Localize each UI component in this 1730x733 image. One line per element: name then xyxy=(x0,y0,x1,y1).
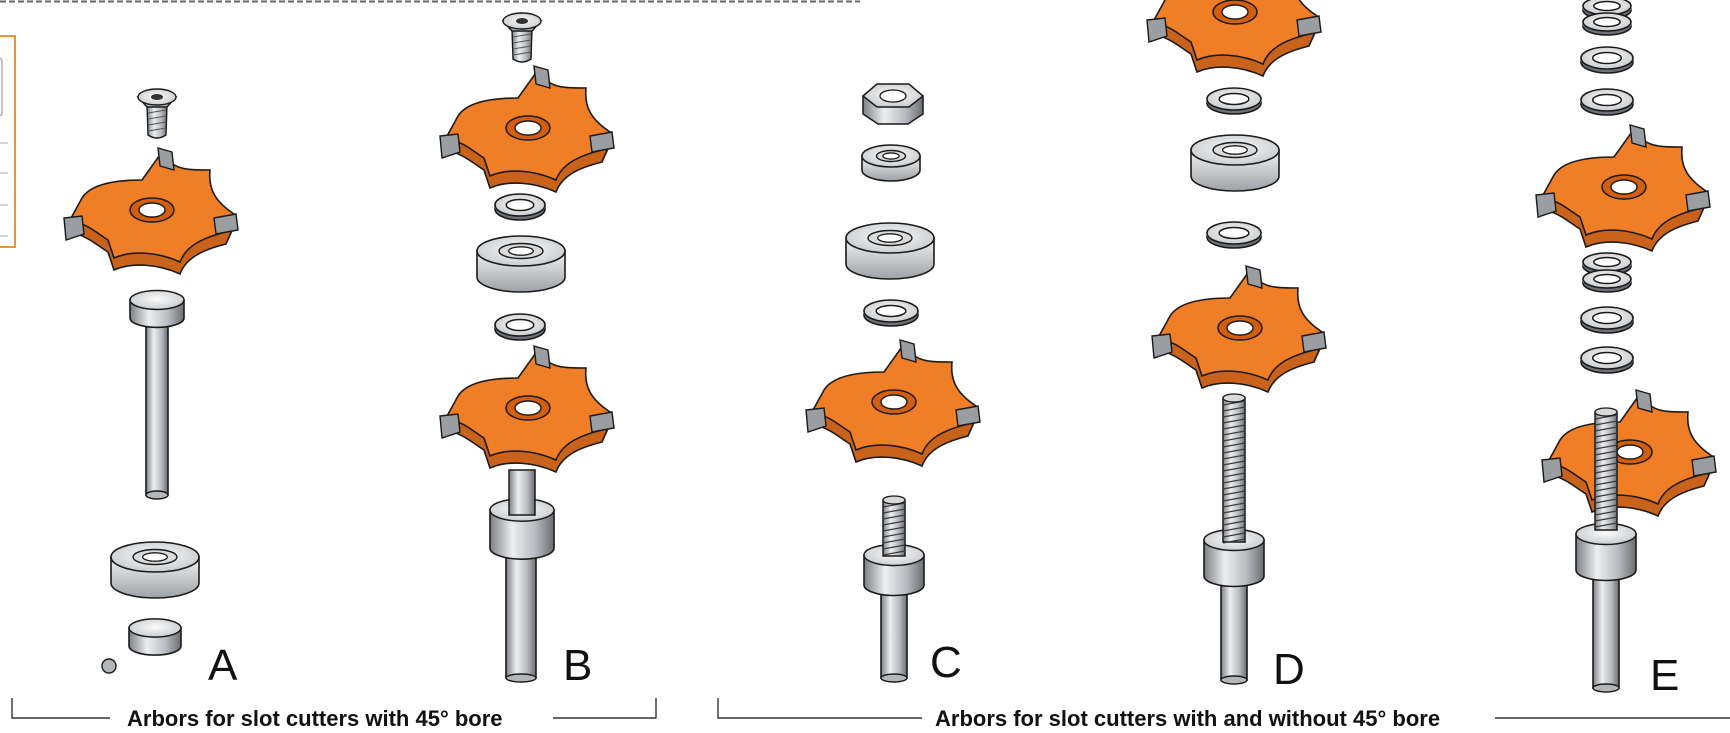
a-cutter xyxy=(63,147,239,276)
e-shim-1 xyxy=(1582,0,1632,20)
c-nut xyxy=(861,83,925,125)
d-washer-2 xyxy=(1206,221,1262,249)
d-thread xyxy=(1222,393,1246,544)
e-cutter-bottom xyxy=(1541,389,1717,518)
b-arbor-shaft xyxy=(505,539,537,683)
assembly-letter-d: D xyxy=(1273,645,1305,694)
group-bracket-45-bore xyxy=(11,698,657,719)
e-thread xyxy=(1594,407,1618,531)
d-cutter-bottom xyxy=(1151,265,1327,394)
side-panel-fragment xyxy=(0,35,16,248)
d-bearing xyxy=(1190,134,1280,192)
e-washer-4 xyxy=(1580,346,1634,374)
e-washer-3 xyxy=(1580,306,1634,334)
a-lock-collar xyxy=(128,618,182,656)
assembly-letter-e: E xyxy=(1650,651,1679,700)
a-arbor-shaft xyxy=(145,301,169,500)
assembly-letter-a: A xyxy=(208,641,238,690)
e-arbor-collar xyxy=(1575,522,1637,582)
assembly-letter-c: C xyxy=(930,638,962,687)
e-washer-2 xyxy=(1580,88,1634,116)
b-cutter-bottom xyxy=(439,345,615,474)
c-bearing xyxy=(845,222,935,280)
a-screw xyxy=(136,88,178,139)
b-washer-2 xyxy=(494,313,546,341)
e-shim-4 xyxy=(1582,269,1632,293)
c-small-bearing xyxy=(861,144,921,182)
a-bearing xyxy=(110,541,200,599)
group-bracket-with-and-without xyxy=(717,698,1730,719)
d-washer-1 xyxy=(1206,87,1262,115)
c-cutter xyxy=(805,339,981,468)
b-screw xyxy=(501,12,543,63)
e-arbor-shaft xyxy=(1592,567,1620,693)
e-washer-1 xyxy=(1580,46,1634,74)
e-cutter-top xyxy=(1535,124,1711,253)
b-bearing xyxy=(476,235,566,293)
b-washer-1 xyxy=(494,193,546,221)
assembly-letter-b: B xyxy=(563,641,592,690)
a-arbor-head xyxy=(129,289,185,329)
d-cutter-top xyxy=(1146,0,1322,78)
group-title-45-bore: Arbors for slot cutters with 45° bore xyxy=(127,706,503,731)
b-pilot xyxy=(508,469,536,516)
b-cutter-top xyxy=(439,65,615,194)
c-washer xyxy=(863,299,919,327)
e-shim-2 xyxy=(1582,12,1632,36)
a-set-screw xyxy=(101,658,117,674)
d-arbor-shaft xyxy=(1220,574,1248,685)
c-thread xyxy=(882,495,906,557)
group-title-with-and-without: Arbors for slot cutters with and without… xyxy=(935,706,1440,731)
c-arbor-shaft xyxy=(880,584,908,683)
